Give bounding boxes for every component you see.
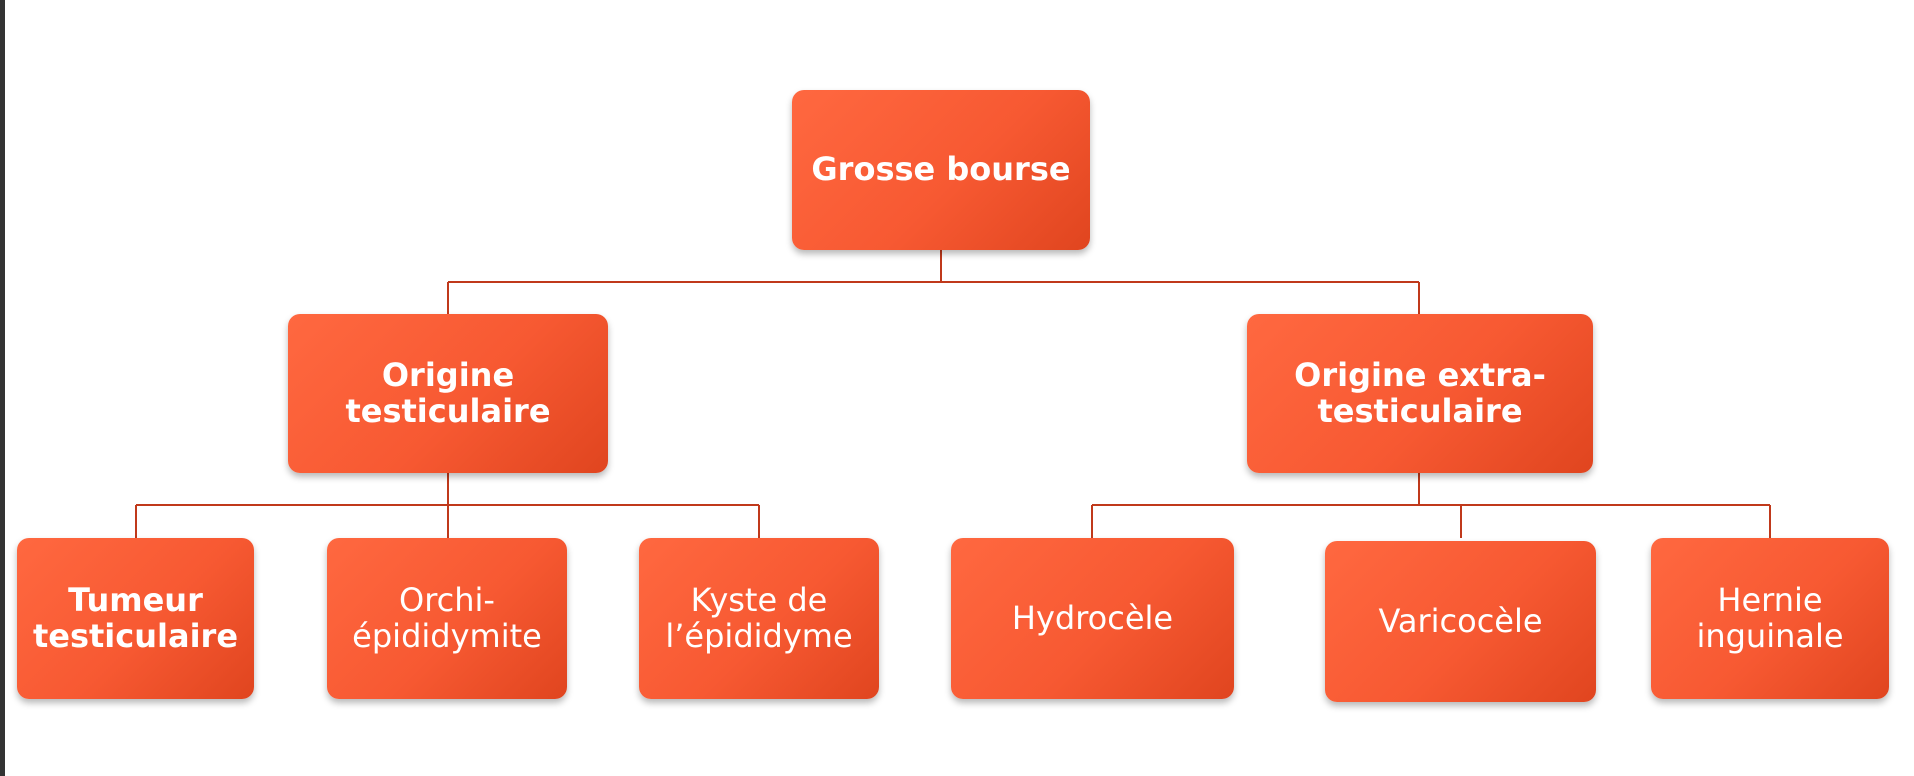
node-origine-testiculaire: Origine testiculaire bbox=[288, 314, 608, 473]
connector-branch-right bbox=[1091, 473, 1771, 538]
node-root: Grosse bourse bbox=[792, 90, 1090, 250]
left-edge-rule bbox=[0, 0, 5, 776]
node-tumeur-testiculaire: Tumeur testiculaire bbox=[17, 538, 254, 699]
node-label: Varicocèle bbox=[1378, 601, 1543, 640]
node-label-line: Tumeur bbox=[68, 580, 203, 619]
node-varicocele: Varicocèle bbox=[1325, 541, 1596, 702]
node-kyste-epididyme: Kyste de l’épididyme bbox=[639, 538, 879, 699]
node-label-line: testiculaire bbox=[32, 616, 239, 655]
node-label-line: épididymite bbox=[352, 616, 542, 655]
node-label-line: Orchi- bbox=[399, 580, 495, 619]
node-label: Origine testiculaire bbox=[345, 355, 551, 430]
node-label: Hydrocèle bbox=[1011, 598, 1174, 637]
node-label-line: testiculaire bbox=[1317, 391, 1523, 430]
node-label-line: inguinale bbox=[1696, 616, 1844, 655]
node-label-line: Hernie bbox=[1717, 580, 1823, 619]
connector-root bbox=[447, 250, 1420, 314]
node-label-line: Origine extra- bbox=[1294, 355, 1546, 394]
connector-branch-left bbox=[135, 473, 760, 538]
node-origine-extra-testiculaire: Origine extra- testiculaire bbox=[1247, 314, 1593, 473]
node-hydrocele: Hydrocèle bbox=[951, 538, 1234, 699]
node-label-line: Kyste de bbox=[690, 580, 828, 619]
node-hernie-inguinale: Hernie inguinale bbox=[1651, 538, 1889, 699]
node-label: Grosse bourse bbox=[811, 150, 1071, 189]
node-label-line: l’épididyme bbox=[665, 616, 853, 655]
node-orchi-epididymite: Orchi- épididymite bbox=[327, 538, 567, 699]
